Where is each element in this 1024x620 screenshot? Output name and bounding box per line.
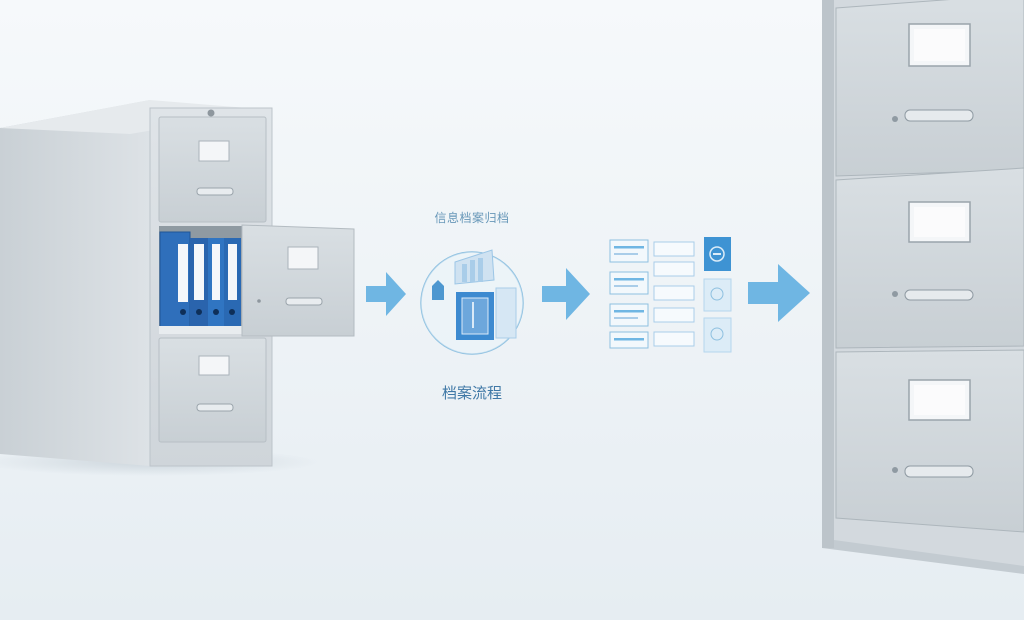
process-caption-bottom: 档案流程 — [441, 384, 502, 402]
form-list-icon — [609, 237, 732, 353]
blue-binders — [159, 231, 241, 329]
left-file-cabinet — [0, 100, 355, 467]
right-arrow-icon — [542, 268, 590, 320]
right-file-cabinet — [822, 0, 1024, 574]
right-arrow-icon — [366, 272, 406, 316]
right-arrow-icon — [748, 264, 810, 322]
folder-process-icon — [420, 249, 524, 355]
process-caption-top: 信息档案归档 — [434, 211, 510, 225]
